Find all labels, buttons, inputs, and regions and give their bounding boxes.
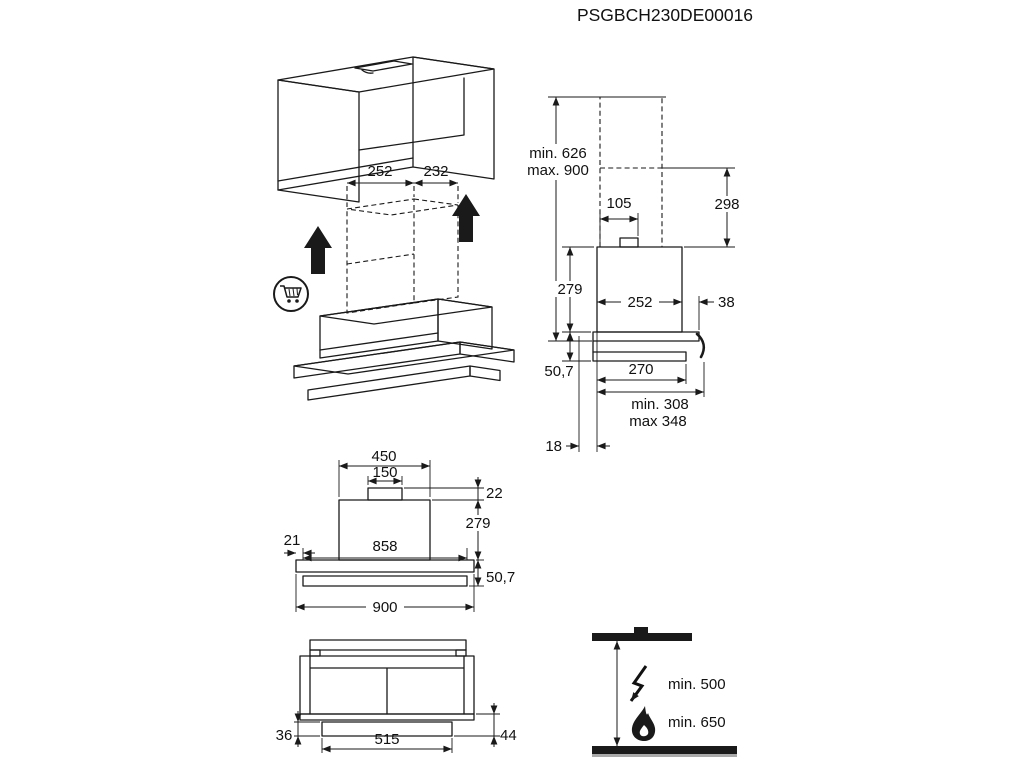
duct-dashed-box	[346, 198, 459, 314]
bottom-view: 36 44 515	[276, 639, 517, 753]
dim-44-label: 44	[500, 727, 517, 744]
dim-min308-label: min. 308	[631, 396, 689, 413]
dim-max348-label: max 348	[629, 413, 687, 430]
dim-depth-minmax: min. 308 max 348	[597, 362, 705, 430]
dim-18: 18	[545, 336, 610, 455]
dim-252-label: 252	[367, 163, 392, 180]
dim-279-front: 279	[459, 500, 497, 561]
hood-bar	[592, 633, 692, 641]
dim-21: 21	[284, 532, 315, 557]
flame-icon	[631, 706, 656, 741]
dim-270-label: 270	[628, 361, 653, 378]
dim-36: 36	[276, 711, 320, 747]
dim-507-side-label: 50,7	[544, 363, 573, 380]
dim-507-front: 50,7	[469, 560, 515, 587]
clearance-gas-label: min. 650	[668, 714, 726, 731]
dim-858-label: 858	[372, 538, 397, 555]
dim-232-label: 232	[423, 163, 448, 180]
dim-900: 900	[295, 574, 475, 616]
dim-279-side: 279	[551, 246, 594, 333]
dim-507-front-label: 50,7	[486, 569, 515, 586]
hood-body-side	[592, 96, 706, 362]
dim-22-label: 22	[486, 485, 503, 502]
dim-44: 44	[454, 703, 517, 747]
model-number: PSGBCH230DE00016	[577, 5, 753, 25]
dim-298: 298	[662, 167, 746, 248]
up-arrow-left-icon	[304, 226, 332, 274]
dim-38: 38	[698, 294, 735, 330]
dim-22: 22	[404, 477, 503, 502]
dim-150: 150	[367, 464, 403, 485]
up-arrow-right-icon	[452, 194, 480, 242]
dim-150-label: 150	[372, 464, 397, 481]
dim-max900-label: max. 900	[527, 162, 589, 179]
dim-18-label: 18	[545, 438, 562, 455]
hood-body-iso	[293, 298, 515, 401]
dim-279-front-label: 279	[465, 515, 490, 532]
dim-515: 515	[321, 731, 453, 753]
cart-icon	[273, 276, 309, 312]
dim-21-label: 21	[284, 532, 301, 549]
dim-252-232: 252 232	[346, 163, 459, 207]
side-view: min. 626 max. 900 105 298 279	[527, 96, 746, 455]
dim-298-label: 298	[714, 196, 739, 213]
hood-body-bottom	[299, 639, 475, 737]
dim-height-minmax: min. 626 max. 900	[527, 96, 666, 342]
dim-450: 450	[338, 448, 431, 497]
iso-view: 252 232	[273, 56, 515, 401]
hood-stub	[634, 627, 648, 633]
cooktop-bar	[592, 746, 737, 754]
lightning-icon	[629, 665, 648, 702]
dim-105: 105	[599, 195, 639, 244]
dim-507-side: 50,7	[544, 332, 591, 380]
front-view: 450 150 22 279 21	[284, 448, 516, 616]
dim-105-label: 105	[606, 195, 631, 212]
dim-36-label: 36	[276, 727, 293, 744]
clearance-view: min. 500 min. 650	[592, 627, 737, 757]
dim-min626-label: min. 626	[529, 145, 587, 162]
dim-450-label: 450	[371, 448, 396, 465]
dim-38-label: 38	[718, 294, 735, 311]
dim-858: 858	[302, 538, 468, 562]
dim-279-side-label: 279	[557, 281, 582, 298]
pull-handle	[695, 332, 706, 359]
clearance-electric-label: min. 500	[668, 676, 726, 693]
cabinet-drawing	[277, 56, 495, 203]
dim-515-label: 515	[374, 731, 399, 748]
dim-252-side-label: 252	[627, 294, 652, 311]
hood-body-front	[295, 487, 475, 587]
cooktop-shadow	[592, 754, 737, 757]
dim-900-label: 900	[372, 599, 397, 616]
dim-252-side: 252	[597, 294, 682, 311]
